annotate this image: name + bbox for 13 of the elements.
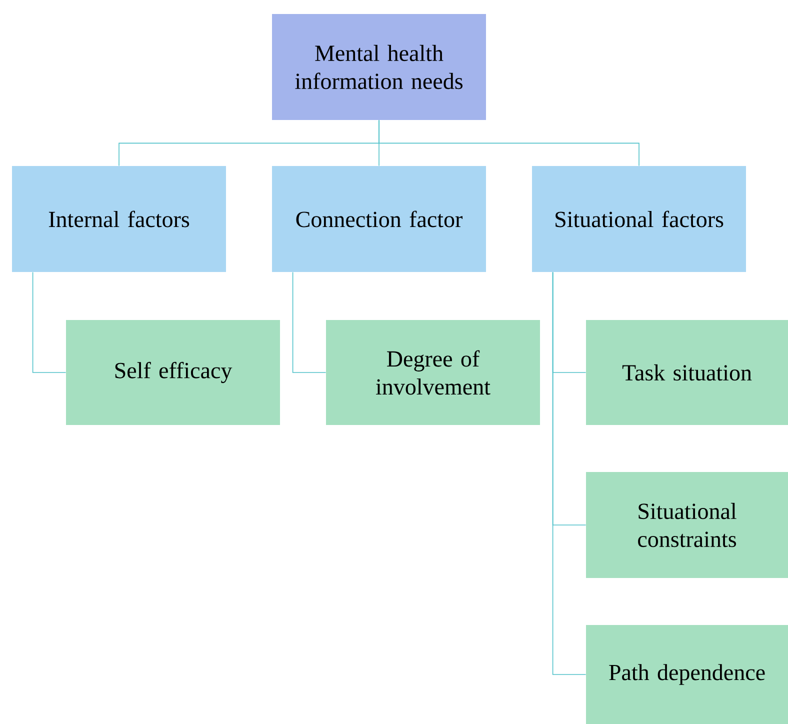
factor-box: Situational constraints: [586, 472, 788, 578]
factor-box: Degree of involvement: [326, 320, 540, 425]
factor-box: Path dependence: [586, 625, 788, 724]
category-box: Internal factors: [12, 166, 226, 272]
connector: [378, 120, 640, 166]
category-box: Connection factor: [272, 166, 486, 272]
factor-box: Task situation: [586, 320, 788, 425]
category-box: Situational factors: [532, 166, 746, 272]
root-box: Mental health information needs: [272, 14, 486, 120]
connector: [292, 272, 326, 373]
connector: [552, 272, 586, 675]
connector: [32, 272, 66, 373]
factor-box: Self efficacy: [66, 320, 280, 425]
